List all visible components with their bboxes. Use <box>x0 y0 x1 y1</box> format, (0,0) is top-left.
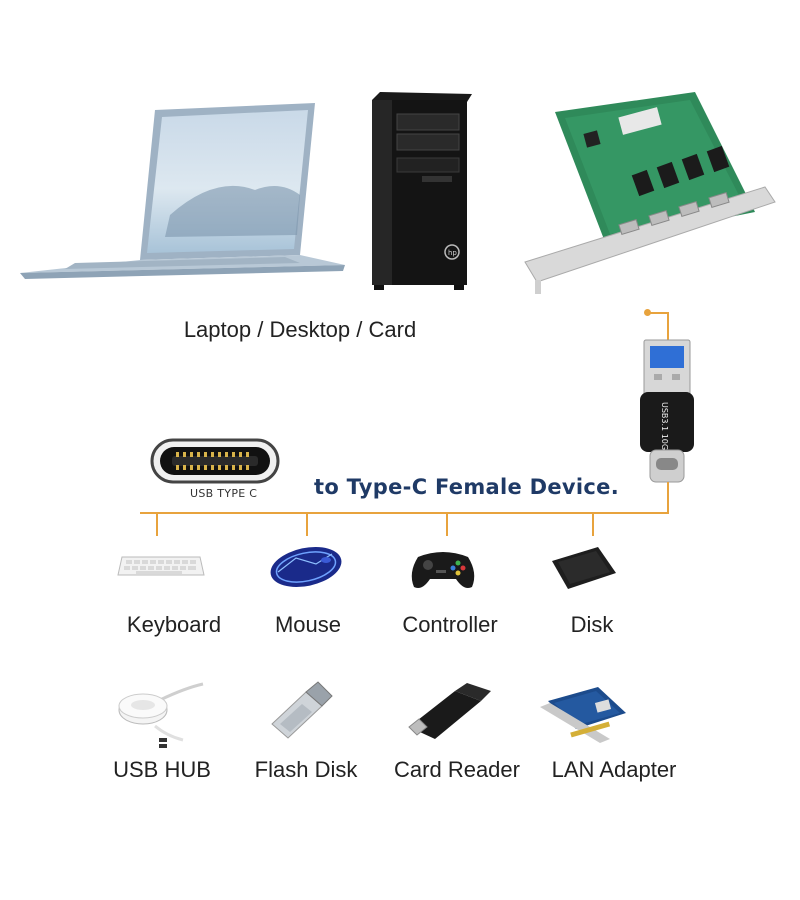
device-label-lan-adapter: LAN Adapter <box>551 757 677 782</box>
connector-drop-2 <box>306 512 308 536</box>
usb-type-c-caption: USB TYPE C <box>190 487 258 500</box>
device-label-controller: Controller <box>402 612 498 637</box>
ssd-disk-icon <box>552 547 616 589</box>
device-label-mouse: Mouse <box>274 612 342 637</box>
device-label-disk: Disk <box>570 612 614 637</box>
device-label-card-reader: Card Reader <box>394 757 520 782</box>
laptop-icon <box>20 103 345 279</box>
adapter-text: USB3.1 10Gbps <box>660 402 669 464</box>
flash-drive-icon <box>271 681 333 739</box>
headline: to Type-C Female Device. <box>314 475 619 499</box>
usb-type-c-port-icon <box>150 438 280 484</box>
connector-line-top <box>648 312 668 314</box>
connector-bus-line <box>140 512 669 514</box>
connector-line-right-top <box>667 312 669 342</box>
desktop-tower-icon: hp <box>372 92 472 290</box>
usb-adapter-icon: USB3.1 10Gbps <box>640 339 694 483</box>
connector-drop-4 <box>592 512 594 536</box>
host-label: Laptop / Desktop / Card <box>183 317 417 342</box>
lan-adapter-icon <box>540 687 626 743</box>
usb-hub-icon <box>118 682 204 748</box>
card-reader-icon <box>408 683 491 739</box>
pcie-usb-card-icon <box>524 92 776 294</box>
game-controller-icon <box>411 552 475 588</box>
keyboard-icon <box>117 556 205 576</box>
device-label-flash-disk: Flash Disk <box>254 757 358 782</box>
svg-text:hp: hp <box>448 249 457 257</box>
connector-line-right-bottom <box>667 482 669 514</box>
connector-drop-1 <box>156 512 158 536</box>
connector-dot <box>644 309 651 316</box>
connector-drop-3 <box>446 512 448 536</box>
mouse-icon <box>270 546 342 588</box>
device-label-keyboard: Keyboard <box>126 612 222 637</box>
device-label-usb-hub: USB HUB <box>113 757 211 782</box>
